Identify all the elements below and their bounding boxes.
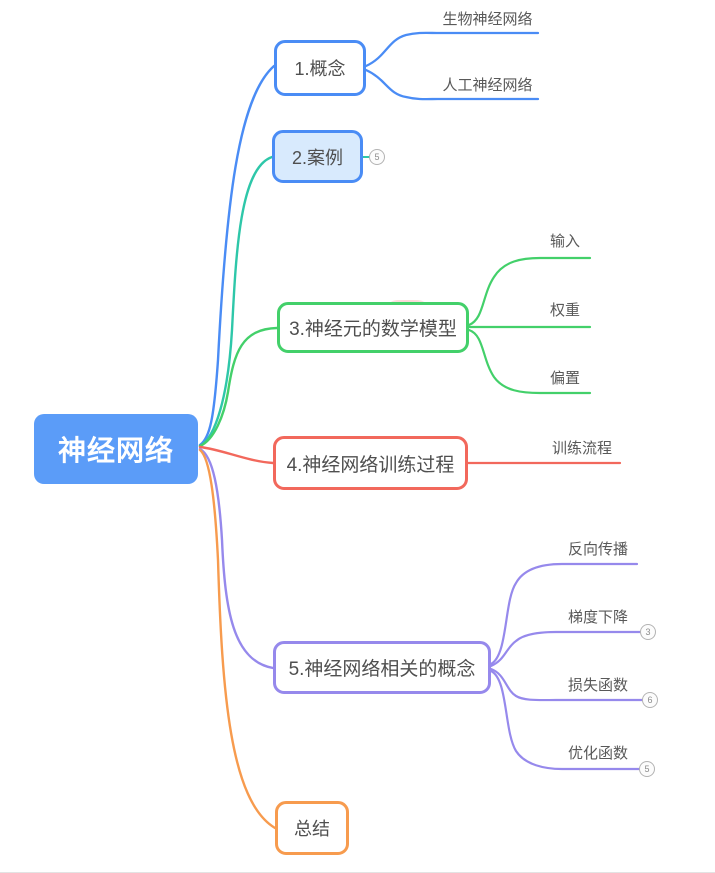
leaf-artificial-neural-network[interactable]: 人工神经网络 (442, 77, 533, 94)
badge-case-count[interactable]: 5 (369, 149, 385, 165)
leaf-weight[interactable]: 权重 (549, 302, 580, 319)
leaf-loss-function[interactable]: 损失函数 (567, 677, 628, 694)
leaf-training-flow[interactable]: 训练流程 (551, 440, 612, 457)
leaf-gradient-descent[interactable]: 梯度下降 (567, 609, 628, 626)
connector-root-to-case (198, 155, 274, 448)
leaf-backpropagation[interactable]: 反向传播 (567, 541, 628, 558)
branch-node-related-concepts[interactable]: 5.神经网络相关的概念 (273, 641, 491, 694)
connector-model-to-bias (467, 328, 592, 395)
connector-related-to-gradient-descent (489, 630, 642, 668)
leaf-input[interactable]: 输入 (549, 233, 580, 250)
branch-node-neuron-math-model[interactable]: 3.神经元的数学模型 (277, 302, 469, 353)
connector-root-to-neuron-model (198, 326, 279, 448)
root-node-neural-network[interactable]: 神经网络 (34, 414, 198, 484)
badge-gradient-descent-count[interactable]: 3 (640, 624, 656, 640)
branch-node-training-process[interactable]: 4.神经网络训练过程 (273, 436, 468, 490)
connector-related-to-backprop (489, 562, 639, 666)
connector-root-to-concept (198, 64, 276, 447)
connector-model-to-input (467, 256, 592, 327)
connector-root-to-training (198, 445, 275, 465)
leaf-biological-neural-network[interactable]: 生物神经网络 (442, 11, 533, 28)
connector-concept-to-bio-nn (364, 31, 540, 68)
branch-node-case[interactable]: 2.案例 (272, 130, 363, 183)
leaf-bias[interactable]: 偏置 (549, 370, 580, 387)
connector-related-to-optimization (489, 669, 641, 771)
branch-node-concept[interactable]: 1.概念 (274, 40, 366, 96)
connector-root-to-summary (198, 448, 277, 830)
branch-node-summary[interactable]: 总结 (275, 801, 349, 855)
connector-root-to-related-concepts (198, 447, 275, 670)
leaf-optimization-function[interactable]: 优化函数 (567, 745, 628, 762)
connector-concept-to-artificial-nn (364, 68, 540, 101)
connector-related-to-loss-function (489, 667, 644, 702)
badge-optimization-count[interactable]: 5 (639, 761, 655, 777)
badge-loss-function-count[interactable]: 6 (642, 692, 658, 708)
